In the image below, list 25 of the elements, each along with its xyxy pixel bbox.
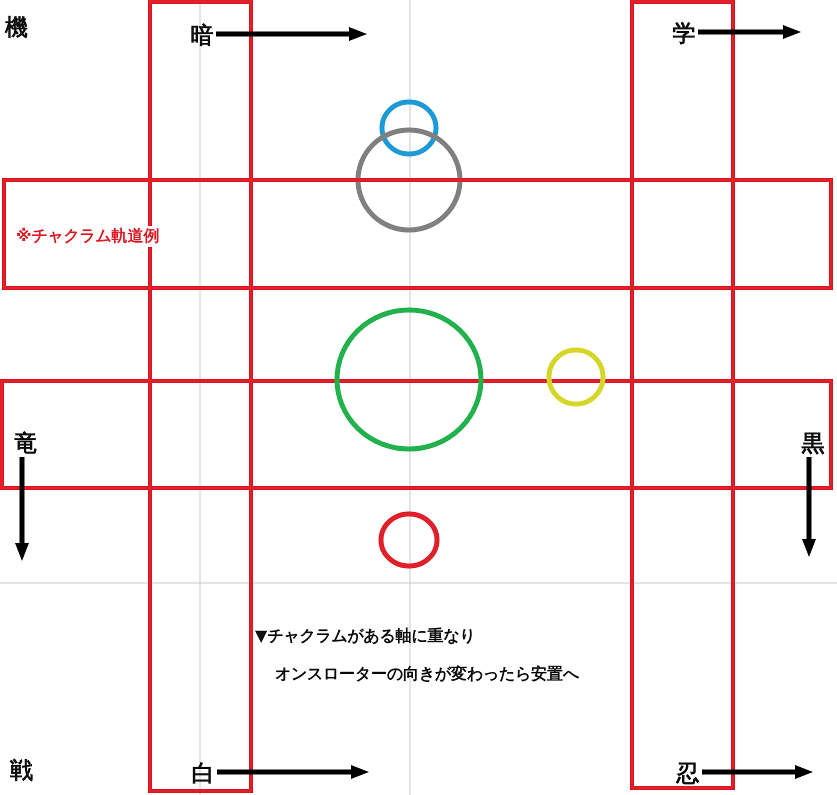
annotation-text: ※チャクラム軌道例 [14,226,162,247]
role-label: 戦 [10,757,33,786]
band-frame [630,0,735,790]
orbit-circle [378,511,440,569]
orbit-circle [355,127,463,233]
arrow [216,27,367,41]
orbit-circle [379,99,439,157]
role-label: 機 [5,14,28,43]
arrow [15,457,29,561]
role-label: 白 [187,759,219,789]
role-label: 暗 [186,21,218,51]
role-label: 竜 [10,429,42,459]
band-frame [2,178,833,290]
note-text: オンスローターの向きが変わったら安置へ [275,663,579,685]
orbit-circle [546,347,606,407]
role-label: 学 [668,19,700,49]
role-label: 忍 [672,759,704,789]
arrow [802,457,816,557]
band-frame [0,379,833,490]
role-label: 黒 [797,429,829,459]
arrow [217,765,369,779]
arrow [698,25,801,39]
arrow [702,765,813,779]
note-text: ▼チャクラムがある軸に重なり [255,625,476,647]
orbit-circle [334,307,484,452]
